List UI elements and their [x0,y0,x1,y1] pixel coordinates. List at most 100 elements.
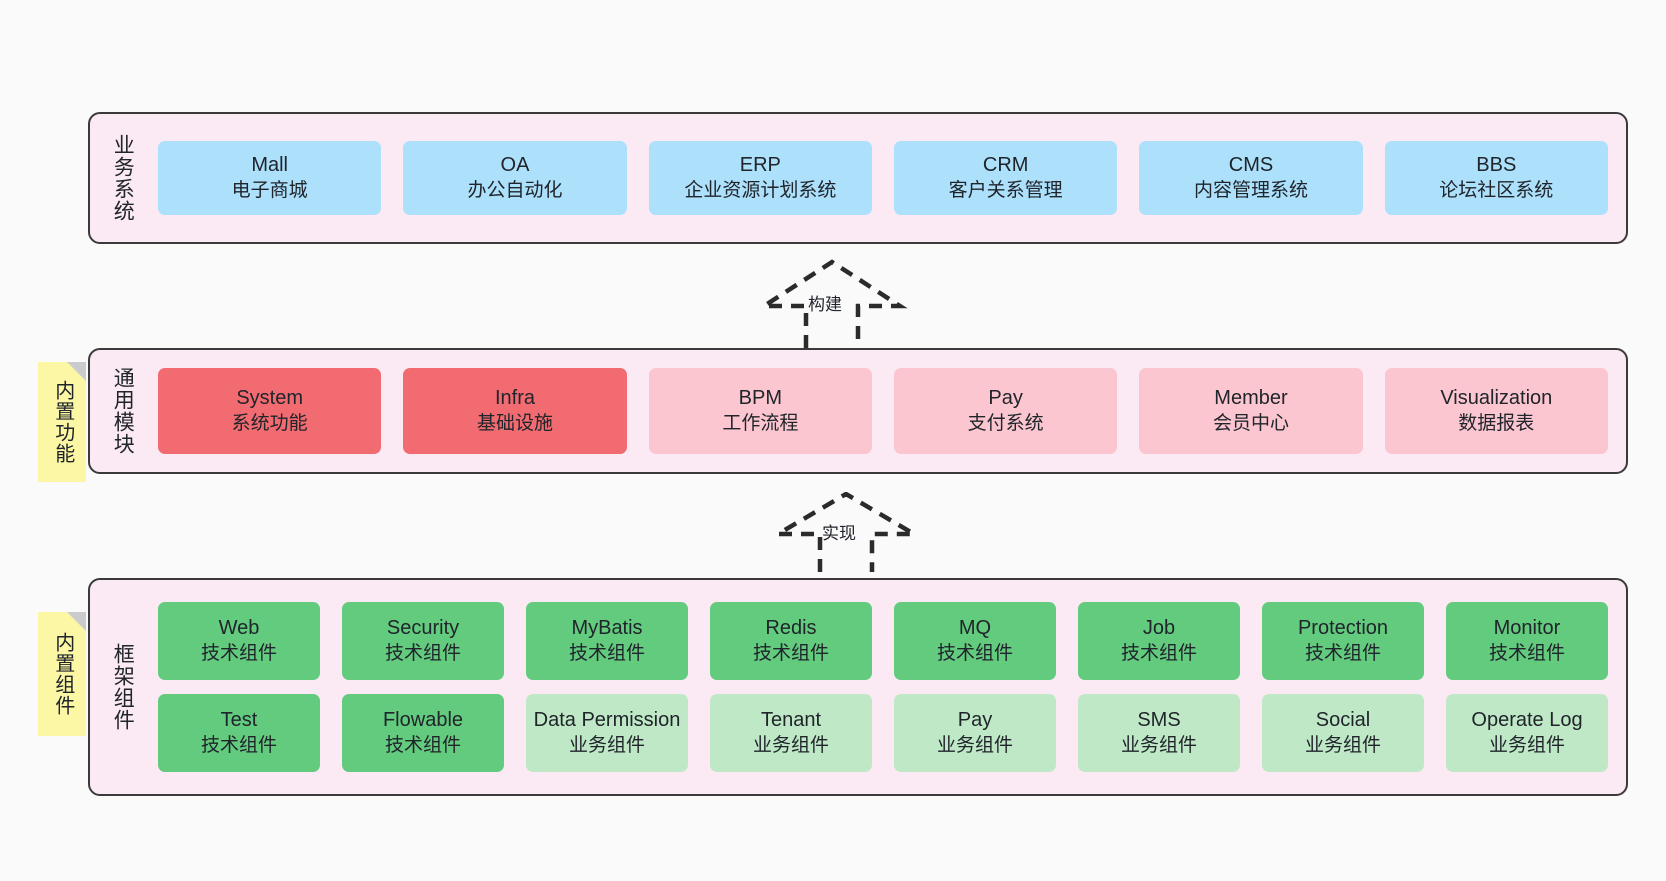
layer-common-modules: 通用模块 System 系统功能 Infra 基础设施 BPM 工作流程 Pay [88,348,1628,474]
card-redis[interactable]: Redis 技术组件 [710,602,872,680]
card-mybatis-title: MyBatis [571,617,643,640]
card-pay-module[interactable]: Pay 支付系统 [893,368,1118,454]
card-pay-module-subtitle: 支付系统 [967,412,1044,434]
card-tenant[interactable]: Tenant 业务组件 [710,694,872,772]
card-member-subtitle: 会员中心 [1212,412,1289,434]
note-fold-corner-icon [67,362,86,381]
card-infra-subtitle: 基础设施 [476,412,553,434]
card-redis-title: Redis [765,617,817,640]
arrow-build-label: 构建 [808,295,842,314]
card-pay-component-subtitle: 业务组件 [936,734,1013,756]
card-bbs[interactable]: BBS 论坛社区系统 [1384,141,1608,215]
card-mall[interactable]: Mall 电子商城 [158,141,382,215]
card-monitor-title: Monitor [1493,617,1561,640]
card-system-subtitle: 系统功能 [231,412,308,434]
card-mq-subtitle: 技术组件 [936,642,1013,664]
card-mybatis-subtitle: 技术组件 [568,642,645,664]
card-bpm-subtitle: 工作流程 [722,412,799,434]
card-crm[interactable]: CRM 客户关系管理 [893,141,1118,215]
card-job-title: Job [1142,617,1176,640]
card-social-subtitle: 业务组件 [1304,734,1381,756]
business-card-row: Mall 电子商城 OA 办公自动化 ERP 企业资源计划系统 CRM 客户关系… [158,141,1608,215]
card-test-title: Test [220,709,258,732]
card-cms-subtitle: 内容管理系统 [1193,179,1308,201]
card-security[interactable]: Security 技术组件 [342,602,504,680]
sticky-note-builtin-features-label: 内置功能 [51,380,74,464]
card-erp[interactable]: ERP 企业资源计划系统 [648,141,872,215]
card-mall-subtitle: 电子商城 [231,179,308,201]
card-monitor[interactable]: Monitor 技术组件 [1446,602,1608,680]
card-security-subtitle: 技术组件 [384,642,461,664]
card-system[interactable]: System 系统功能 [158,368,382,454]
card-member[interactable]: Member 会员中心 [1139,368,1363,454]
card-mybatis[interactable]: MyBatis 技术组件 [526,602,688,680]
card-sms-subtitle: 业务组件 [1120,734,1197,756]
card-bbs-subtitle: 论坛社区系统 [1439,179,1554,201]
card-security-title: Security [386,617,460,640]
layer-framework-components-body: Web 技术组件 Security 技术组件 MyBatis 技术组件 Redi… [144,580,1626,794]
card-oa-subtitle: 办公自动化 [467,179,563,201]
card-erp-subtitle: 企业资源计划系统 [684,179,837,201]
card-mall-title: Mall [251,154,288,177]
card-protection[interactable]: Protection 技术组件 [1262,602,1424,680]
card-bpm[interactable]: BPM 工作流程 [648,368,872,454]
card-redis-subtitle: 技术组件 [752,642,829,664]
card-sms[interactable]: SMS 业务组件 [1078,694,1240,772]
card-crm-subtitle: 客户关系管理 [948,179,1063,201]
card-test[interactable]: Test 技术组件 [158,694,320,772]
card-visualization-subtitle: 数据报表 [1458,412,1535,434]
arrow-implement-label: 实现 [822,524,856,543]
card-flowable-title: Flowable [382,709,464,732]
card-test-subtitle: 技术组件 [200,734,277,756]
card-infra-title: Infra [494,387,535,410]
arrow-build-icon [756,259,908,348]
card-protection-title: Protection [1297,617,1389,640]
card-mq-title: MQ [958,617,992,640]
card-web[interactable]: Web 技术组件 [158,602,320,680]
arrow-implement: 实现 [766,491,926,574]
arrow-build: 构建 [752,258,912,350]
card-mq[interactable]: MQ 技术组件 [894,602,1056,680]
layer-business-systems-body: Mall 电子商城 OA 办公自动化 ERP 企业资源计划系统 CRM 客户关系… [144,114,1626,242]
card-tenant-subtitle: 业务组件 [752,734,829,756]
card-tenant-title: Tenant [760,709,822,732]
arrow-implement-icon [769,491,923,572]
card-oa[interactable]: OA 办公自动化 [403,141,627,215]
note-fold-corner-icon [67,612,86,631]
sticky-note-builtin-components: 内置组件 [38,612,86,736]
card-system-title: System [236,387,303,410]
card-flowable[interactable]: Flowable 技术组件 [342,694,504,772]
card-erp-title: ERP [739,154,781,177]
card-cms[interactable]: CMS 内容管理系统 [1139,141,1363,215]
card-visualization[interactable]: Visualization 数据报表 [1384,368,1608,454]
card-web-subtitle: 技术组件 [200,642,277,664]
layer-business-systems: 业务系统 Mall 电子商城 OA 办公自动化 ERP 企业资源计划系统 CRM [88,112,1628,244]
card-pay-module-title: Pay [988,387,1023,410]
card-oa-title: OA [500,154,530,177]
layer-common-modules-body: System 系统功能 Infra 基础设施 BPM 工作流程 Pay 支付系统… [144,350,1626,472]
card-web-title: Web [218,617,260,640]
card-bpm-title: BPM [738,387,782,410]
card-visualization-title: Visualization [1440,387,1553,410]
card-data-permission[interactable]: Data Permission 业务组件 [526,694,688,772]
layer-framework-components-title: 框架组件 [111,643,135,731]
card-cms-title: CMS [1228,154,1274,177]
card-pay-component[interactable]: Pay 业务组件 [894,694,1056,772]
module-card-row: System 系统功能 Infra 基础设施 BPM 工作流程 Pay 支付系统… [158,368,1608,454]
card-pay-component-title: Pay [957,709,993,732]
card-infra[interactable]: Infra 基础设施 [403,368,627,454]
card-data-permission-subtitle: 业务组件 [568,734,645,756]
card-data-permission-title: Data Permission [533,709,681,732]
layer-business-systems-title: 业务系统 [111,134,135,222]
card-sms-title: SMS [1137,709,1181,732]
card-operate-log[interactable]: Operate Log 业务组件 [1446,694,1608,772]
card-flowable-subtitle: 技术组件 [384,734,461,756]
card-job-subtitle: 技术组件 [1120,642,1197,664]
card-bbs-title: BBS [1476,154,1517,177]
card-social-title: Social [1315,709,1371,732]
card-operate-log-subtitle: 业务组件 [1488,734,1565,756]
card-social[interactable]: Social 业务组件 [1262,694,1424,772]
layer-common-modules-title: 通用模块 [111,367,135,455]
card-job[interactable]: Job 技术组件 [1078,602,1240,680]
